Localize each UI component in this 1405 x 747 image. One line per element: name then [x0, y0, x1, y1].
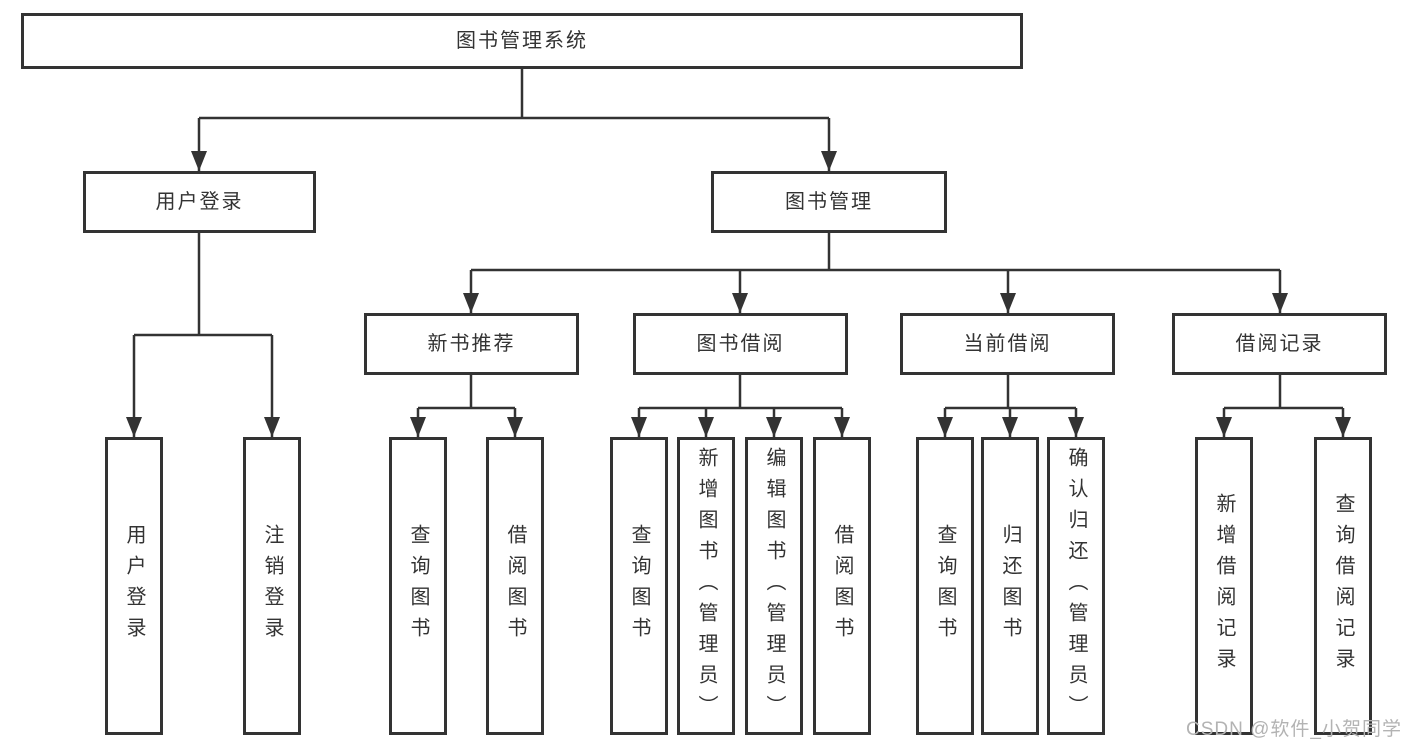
connector-current-borrow-to-leaves [937, 375, 1084, 437]
connector-root-to-level2 [191, 69, 837, 171]
connector-user-login-to-leaves [126, 233, 280, 437]
node-new-book-recommend: 新书推荐 [364, 313, 579, 375]
leaf-logout: 注销登录 [243, 437, 301, 735]
leaf-add-borrow-record: 新增借阅记录 [1195, 437, 1253, 735]
csdn-watermark: CSDN @软件_小贺同学 [1186, 719, 1402, 740]
leaf-query-books-borrow: 查询图书 [610, 437, 668, 735]
connector-new-book-recommend-to-leaves [410, 375, 523, 437]
connector-book-management-to-level3 [463, 233, 1288, 313]
leaf-edit-books-admin: 编辑图书（管理员） [745, 437, 803, 735]
leaf-borrow-books-recommend: 借阅图书 [486, 437, 544, 735]
leaf-user-login: 用户登录 [105, 437, 163, 735]
leaf-borrow-books: 借阅图书 [813, 437, 871, 735]
connector-book-borrow-to-leaves [631, 375, 850, 437]
node-current-borrow: 当前借阅 [900, 313, 1115, 375]
node-book-management: 图书管理 [711, 171, 947, 233]
leaf-add-books-admin: 新增图书（管理员） [677, 437, 735, 735]
node-book-borrow: 图书借阅 [633, 313, 848, 375]
leaf-query-books-recommend: 查询图书 [389, 437, 447, 735]
leaf-return-books: 归还图书 [981, 437, 1039, 735]
leaf-query-books-current: 查询图书 [916, 437, 974, 735]
leaf-confirm-return-admin: 确认归还（管理员） [1047, 437, 1105, 735]
connector-borrow-records-to-leaves [1216, 375, 1351, 437]
node-user-login: 用户登录 [83, 171, 316, 233]
node-root-library-system: 图书管理系统 [21, 13, 1023, 69]
node-borrow-records: 借阅记录 [1172, 313, 1387, 375]
leaf-query-borrow-record: 查询借阅记录 [1314, 437, 1372, 735]
